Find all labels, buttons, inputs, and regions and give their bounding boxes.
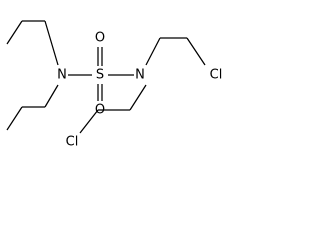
bond-n-right-ch2-bottom	[129, 84, 147, 111]
bond-n-right-ch2-top	[145, 37, 161, 66]
bond-ethyl1-ch3-ch2	[6, 20, 23, 45]
atom-label-n-left: N	[57, 68, 67, 83]
atom-label-chlorine-bottom: Cl	[66, 135, 79, 150]
atom-label-oxygen-top: O	[95, 31, 105, 46]
bond-ch2-cl-bottom	[79, 109, 99, 134]
atom-label-n-right: N	[135, 68, 145, 83]
atom-label-oxygen-bottom: O	[95, 103, 105, 118]
atom-label-chlorine-top: Cl	[210, 68, 223, 83]
bond-ethyl2-n-ch2	[44, 84, 59, 108]
bond-ch2-cl-top	[186, 37, 206, 66]
bond-ethyl1-ch2-n	[44, 20, 59, 66]
atom-label-sulfur: S	[96, 68, 104, 83]
chemical-structure: N S O O N Cl Cl	[6, 20, 223, 150]
bond-ethyl2-ch2-ch3	[6, 106, 23, 131]
